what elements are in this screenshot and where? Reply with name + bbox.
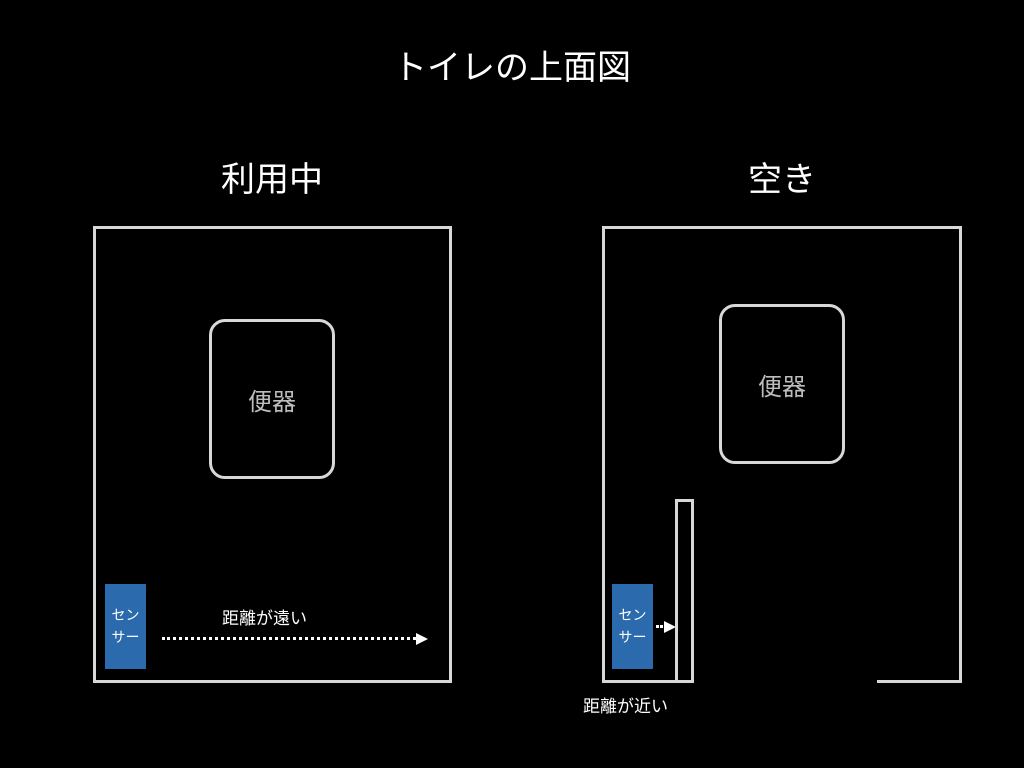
distance-dotted-line-near — [656, 625, 660, 628]
distance-label-near: 距離が近い — [583, 697, 668, 717]
room-outline-in-use — [93, 226, 452, 683]
panel-heading-in-use: 利用中 — [221, 160, 323, 200]
toilet-label: 便器 — [758, 372, 806, 401]
panel-heading-vacant: 空き — [748, 160, 816, 200]
sensor-label-line1: セン — [618, 607, 647, 624]
doorway-gap — [694, 676, 877, 686]
diagram-title: トイレの上面図 — [393, 48, 631, 88]
sensor-in-use: セン サー — [105, 584, 146, 669]
sensor-vacant: セン サー — [612, 584, 653, 669]
sensor-label-line2: サー — [111, 629, 140, 646]
distance-arrowhead-far — [416, 633, 428, 645]
toilet-vacant: 便器 — [719, 304, 845, 464]
distance-arrowhead-near — [664, 621, 676, 633]
toilet-label: 便器 — [248, 387, 296, 416]
sensor-label-line2: サー — [618, 629, 647, 646]
toilet-in-use: 便器 — [209, 319, 335, 479]
sensor-label-line1: セン — [111, 607, 140, 624]
open-door — [675, 499, 694, 683]
distance-dotted-line-far — [162, 637, 416, 640]
distance-label-far: 距離が遠い — [222, 609, 307, 629]
